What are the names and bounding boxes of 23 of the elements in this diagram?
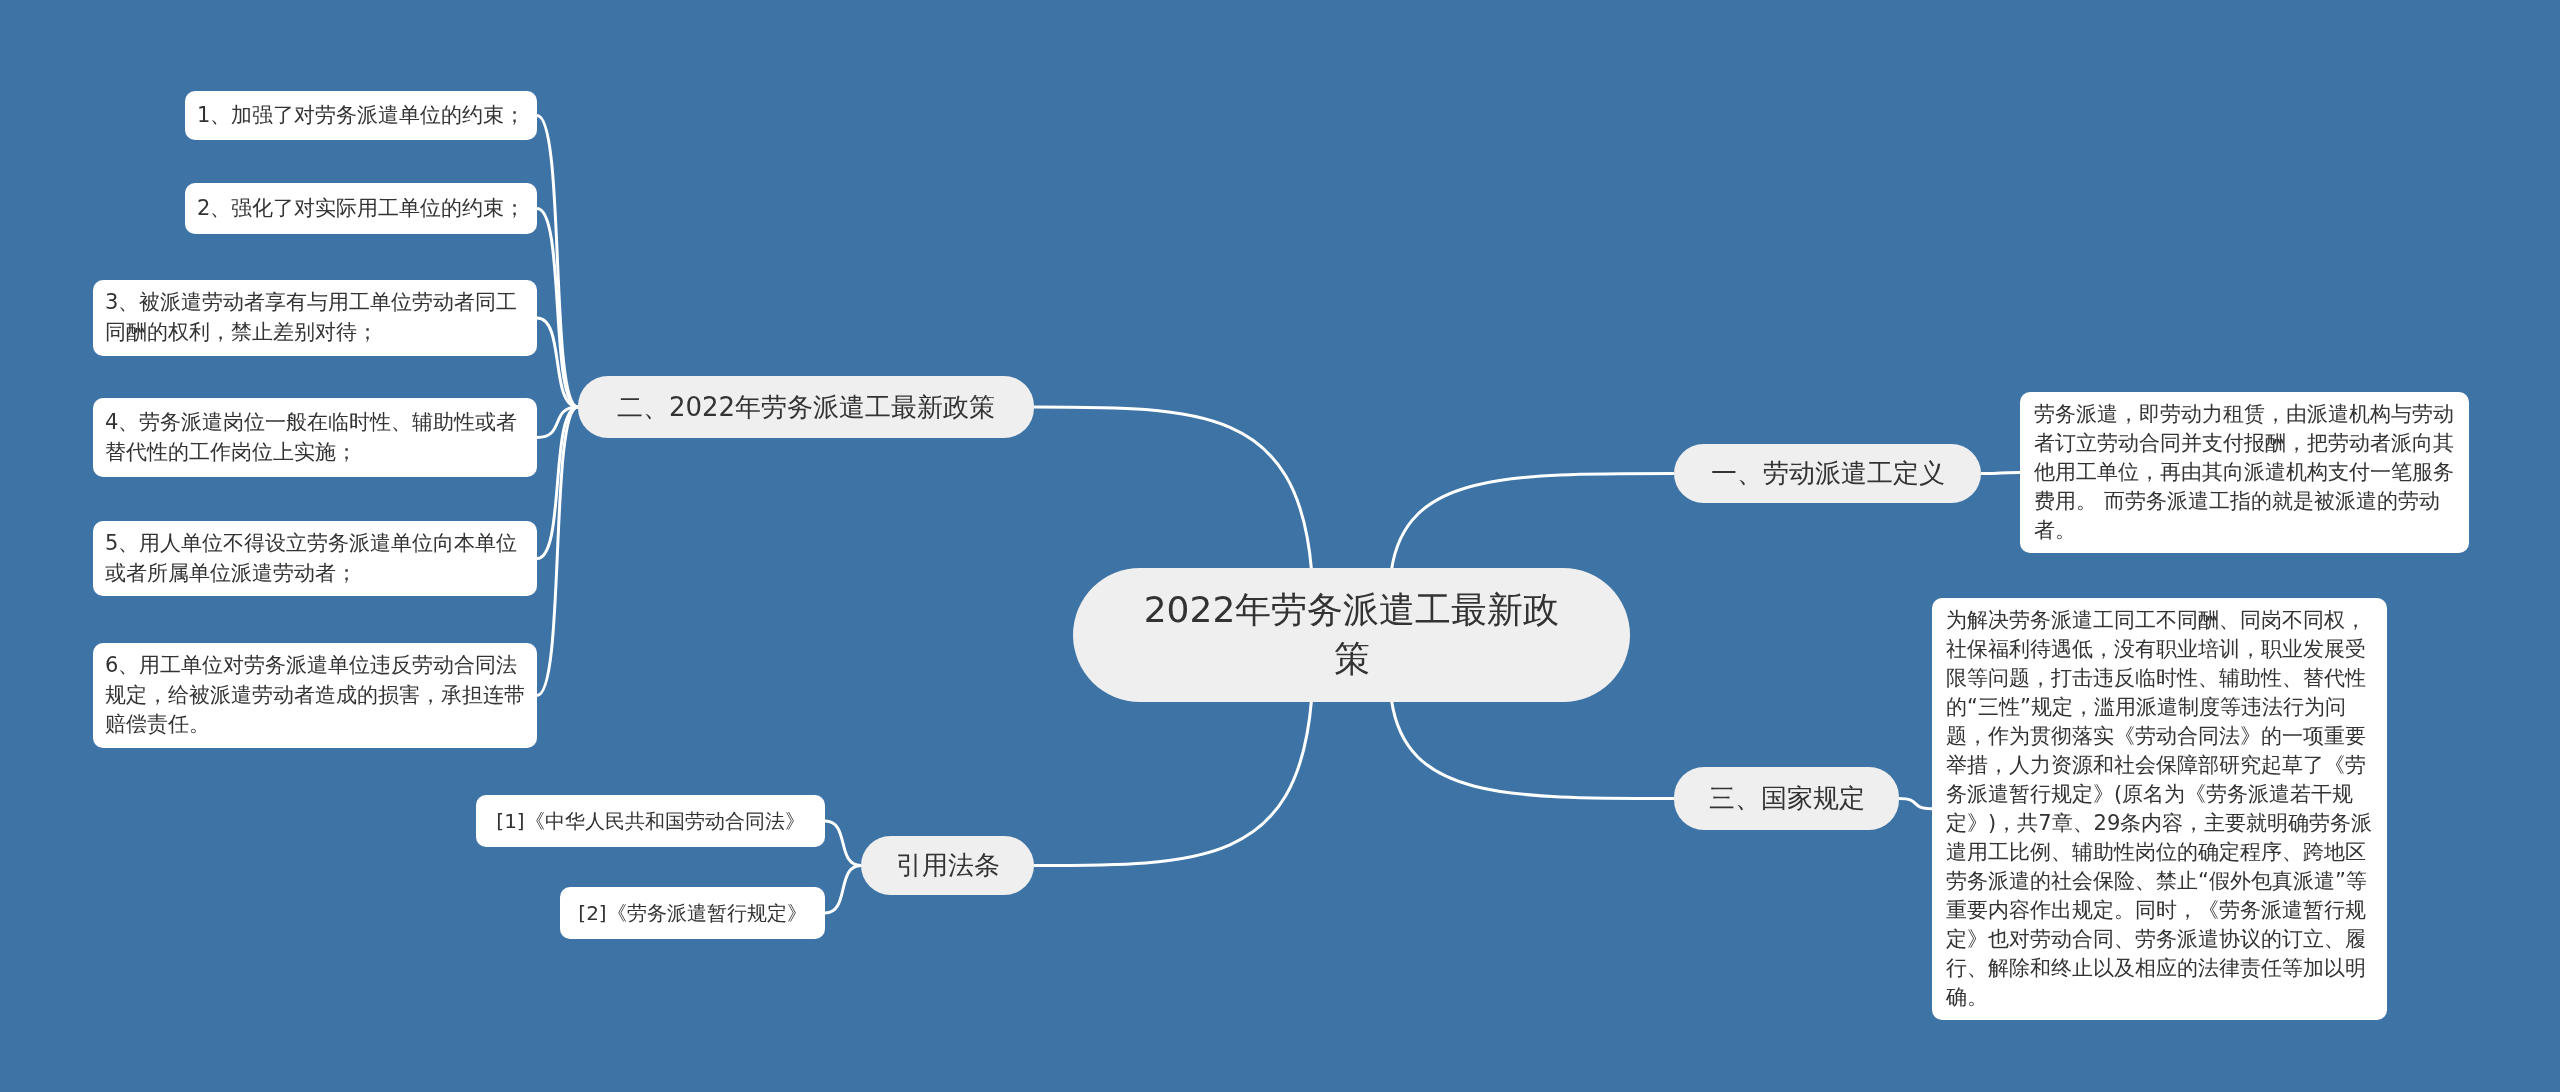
text-card: 劳务派遣，即劳动力租赁，由派遣机构与劳动者订立劳动合同并支付报酬，把劳动者派向其他用工单位，再由其向派遣机构支付一笔服务费用。 而劳务派遣工指的就是被派遣的劳动者。 (2020, 392, 2469, 553)
connector-line (1034, 405, 1313, 571)
branch-topic: 三、国家规定 (1674, 767, 1899, 830)
connector-line (536, 405, 579, 697)
connector-line (1034, 699, 1313, 867)
connector-line (1390, 472, 1674, 571)
connector-line (1898, 797, 1933, 811)
text-card: 为解决劳务派遣工同工不同酬、同岗不同权，社保福利待遇低，没有职业培训，职业发展受限等问题，打击违反临时性、辅助性、替代性的“三性”规定，滥用派遣制度等违法行为问题，作为贯彻落实《劳动合同法》的一项重要举措，人力资源和社会保障部研究起草了《劳务派遣暂行规定》(原名为《劳务派遣若干规定》)，共7章、29条内容，主要就明确劳务派遣用工比例、辅助性岗位的确定程序、跨地区劳务派遣的社会保险、禁止“假外包真派遣”等重要内容作出规定。同时，《劳务派遣暂行规定》也对劳动合同、劳务派遣协议的订立、履行、解除和终止以及相应的法律责任等加以明确。 (1932, 598, 2387, 1020)
connector-line (1981, 470, 2020, 475)
text-card: [2]《劳务派遣暂行规定》 (560, 887, 825, 939)
branch-topic: 引用法条 (861, 836, 1034, 895)
central-topic: 2022年劳务派遣工最新政策 (1073, 568, 1630, 702)
branch-topic: 一、劳动派遣工定义 (1674, 444, 1981, 503)
text-card: 2、强化了对实际用工单位的约束； (185, 183, 537, 234)
text-card: [1]《中华人民共和国劳动合同法》 (476, 795, 825, 847)
text-card: 3、被派遣劳动者享有与用工单位劳动者同工同酬的权利，禁止差别对待； (93, 280, 537, 356)
branch-topic: 二、2022年劳务派遣工最新政策 (578, 376, 1034, 438)
text-card: 1、加强了对劳务派遣单位的约束； (185, 91, 537, 140)
text-card: 4、劳务派遣岗位一般在临时性、辅助性或者替代性的工作岗位上实施； (93, 398, 537, 477)
text-card: 6、用工单位对劳务派遣单位违反劳动合同法规定，给被派遣劳动者造成的损害，承担连带赔偿责任。 (93, 643, 537, 748)
connector-line (824, 864, 862, 915)
connector-line (1390, 699, 1674, 800)
text-card: 5、用人单位不得设立劳务派遣单位向本单位或者所属单位派遣劳动者； (93, 521, 537, 596)
